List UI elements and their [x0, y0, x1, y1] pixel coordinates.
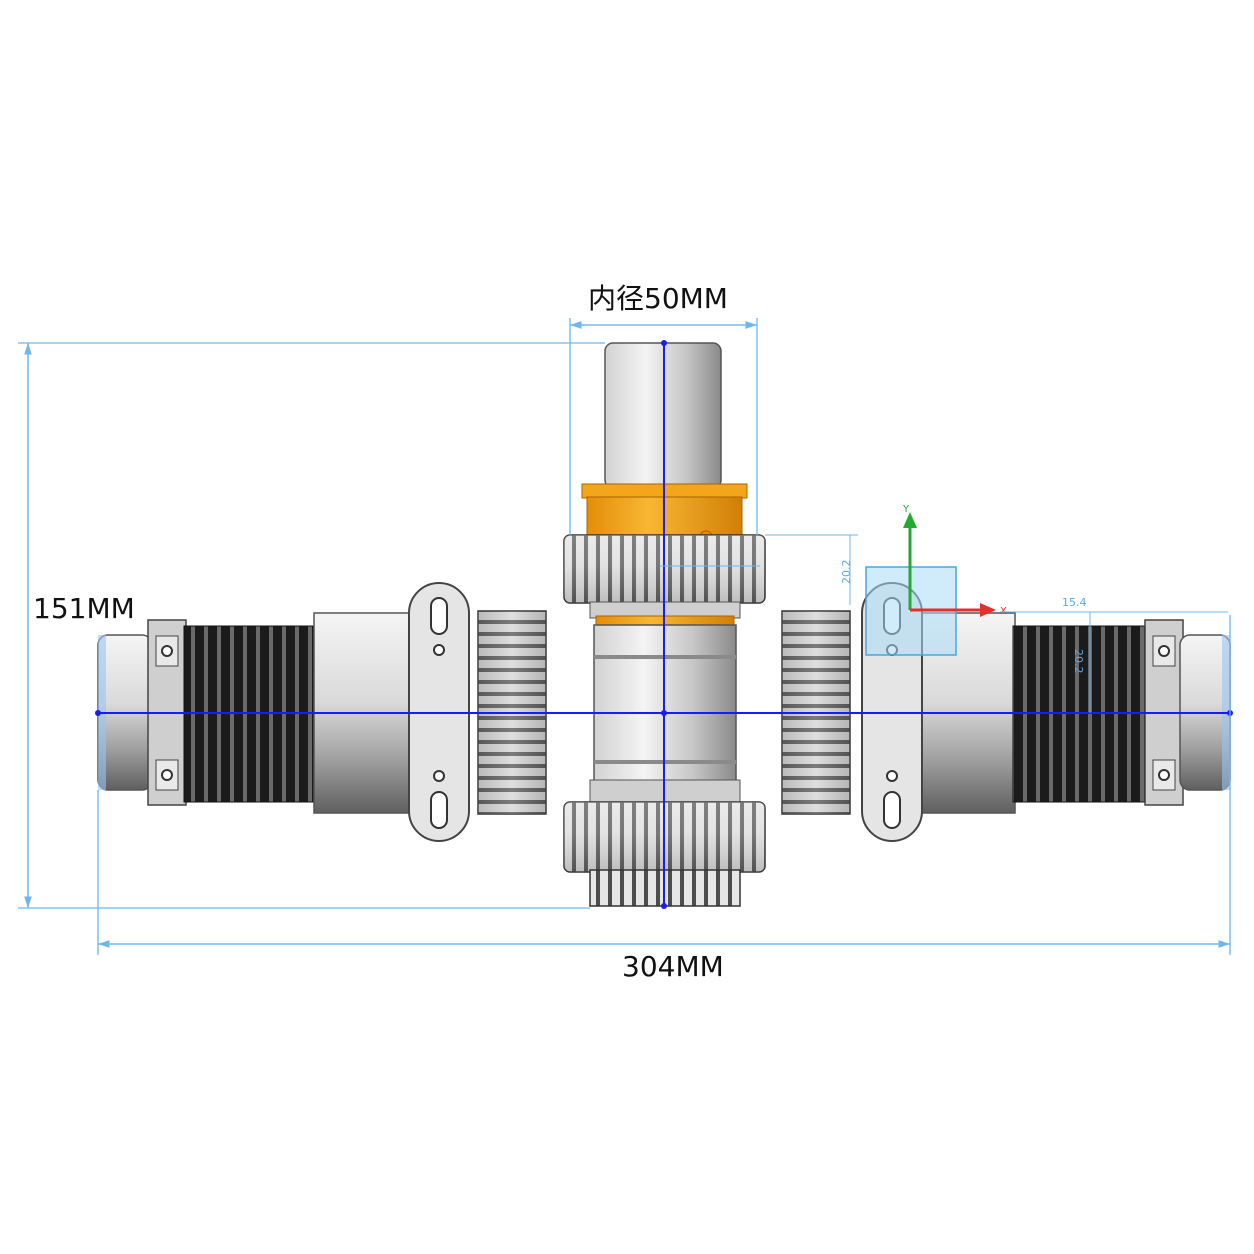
small-dim-vertical-right: 20.2 — [1072, 649, 1085, 674]
height-dimension — [18, 342, 605, 909]
centerline-top-point — [661, 340, 667, 346]
triad-y-label: Y — [902, 504, 910, 515]
width-label: 304MM — [622, 950, 724, 983]
centerline-origin — [661, 710, 667, 716]
small-dim-vertical: 20.2 — [840, 560, 853, 585]
small-dimension-15-4 — [1000, 611, 1228, 713]
small-dimension-20-2 — [660, 534, 858, 605]
centerline-bottom-point — [661, 903, 667, 909]
inner-diameter-label: 内径50MM — [588, 282, 728, 315]
small-dim-horizontal: 15.4 — [1062, 596, 1087, 609]
width-dimension — [97, 615, 1231, 955]
centerline-left-point — [95, 710, 101, 716]
inner-diameter-dimension — [569, 318, 758, 535]
height-label: 151MM — [33, 592, 135, 625]
